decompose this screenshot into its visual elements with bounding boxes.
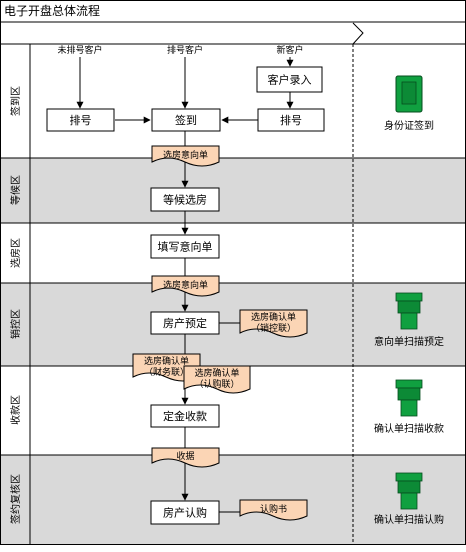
deposit-payment-box	[150, 404, 220, 428]
confirm-purchase-line2: （认购联）	[194, 378, 239, 390]
customer-new-label: 新客户	[276, 44, 303, 56]
lane-label-waiting: 等候区	[9, 175, 22, 205]
queue-number-right-label: 排号	[280, 113, 302, 127]
reserve-unit-box	[150, 311, 220, 335]
confirm-sales-control-line1: 选房确认单	[251, 311, 296, 323]
sign-in-box	[151, 108, 221, 132]
lane-label-contract-review: 签约复核区	[9, 474, 22, 524]
customer-unnumbered-label: 未排号客户	[57, 44, 102, 56]
lane-label-signin: 签到区	[9, 86, 22, 116]
purchase-scanner-icon	[395, 472, 423, 510]
payment-scanner-icon	[395, 379, 423, 417]
lane-waiting-bg	[1, 158, 465, 223]
receipt-doc	[151, 447, 220, 468]
queue-number-left-label: 排号	[70, 113, 92, 127]
confirm-scan-payment-label: 确认单扫描收款	[374, 422, 444, 435]
reserve-unit-label: 房产预定	[163, 316, 207, 330]
id-checkin-label: 身份证签到	[384, 119, 434, 132]
confirm-purchase-label: 房产认购	[163, 506, 207, 520]
confirm-purchase-line1: 选房确认单	[194, 367, 239, 379]
fill-intent-box	[150, 234, 220, 259]
queue-number-right-box	[257, 108, 325, 132]
confirm-purchase-box	[150, 500, 220, 525]
intent-form-doc-2	[151, 275, 220, 297]
confirm-finance-line2: （财务联）	[144, 366, 189, 378]
lane-contract-review-bg	[1, 455, 465, 544]
customer-numbered-label: 排号客户	[167, 44, 203, 56]
receipt-doc-label: 收据	[176, 450, 194, 462]
chevron-right-icon	[352, 22, 364, 45]
confirm-sales-control-line2: （销控联）	[251, 322, 296, 334]
sign-in-label: 签到	[175, 113, 197, 127]
confirm-sales-control-doc	[239, 309, 308, 338]
diagram-title: 电子开盘总体流程	[4, 3, 100, 18]
queue-number-left-box	[46, 108, 115, 132]
lane-label-sales-control: 销控区	[9, 309, 22, 339]
fill-intent-label: 填写意向单	[158, 240, 213, 254]
confirm-scan-purchase-label: 确认单扫描认购	[374, 513, 444, 526]
intent-form-doc-1-label: 选房意向单	[163, 149, 208, 161]
lane-dividers	[0, 157, 466, 456]
intent-form-doc-2-label: 选房意向单	[163, 279, 208, 291]
lane-label-cashier: 收款区	[9, 395, 22, 425]
intent-scan-label: 意向单扫描预定	[374, 335, 444, 348]
deposit-payment-label: 定金收款	[163, 409, 207, 423]
customer-entry-label: 客户录入	[268, 73, 312, 87]
confirm-purchase-doc	[183, 365, 251, 394]
intent-form-doc-1	[151, 145, 220, 167]
lane-sales-control-bg	[1, 283, 465, 366]
subscription-letter-doc-label: 认购书	[260, 503, 287, 515]
id-card-reader-icon	[395, 75, 423, 113]
intent-scanner-icon	[395, 292, 423, 330]
wait-selection-label: 等候选房	[163, 193, 207, 207]
lane-label-selection: 选房区	[9, 238, 22, 268]
wait-selection-box	[150, 187, 220, 212]
subscription-letter-doc	[239, 499, 308, 521]
customer-entry-box	[256, 66, 323, 93]
confirm-finance-line1: 选房确认单	[144, 355, 189, 367]
